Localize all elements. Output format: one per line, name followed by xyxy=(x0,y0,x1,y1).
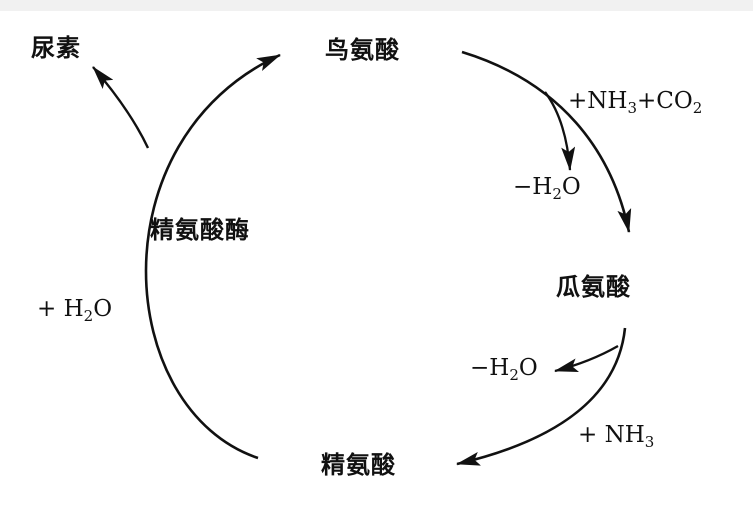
label-arginase: 精氨酸酶 xyxy=(150,216,250,244)
label-add-nh3: + NH3 xyxy=(578,422,655,451)
label-minus-h2o-lower: −H2O xyxy=(470,355,538,384)
top-strip xyxy=(0,0,753,11)
arc-ornithine-to-citrulline xyxy=(461,50,632,233)
arrow-release-h2o-upper xyxy=(544,91,576,171)
label-ornithine: 鸟氨酸 xyxy=(325,36,400,64)
arc-arginine-to-ornithine xyxy=(144,53,281,460)
label-minus-h2o-upper: −H2O xyxy=(513,174,581,203)
arrow-to-urea xyxy=(92,66,150,149)
label-add-nh3-co2: +NH3+CO2 xyxy=(568,88,703,117)
label-citrulline: 瓜氨酸 xyxy=(556,273,631,301)
label-arginine: 精氨酸 xyxy=(321,451,396,479)
arrow-release-h2o-lower xyxy=(554,345,619,373)
label-urea: 尿素 xyxy=(31,34,81,62)
label-add-h2o: + H2O xyxy=(37,296,113,325)
arc-citrulline-to-arginine xyxy=(456,327,627,466)
